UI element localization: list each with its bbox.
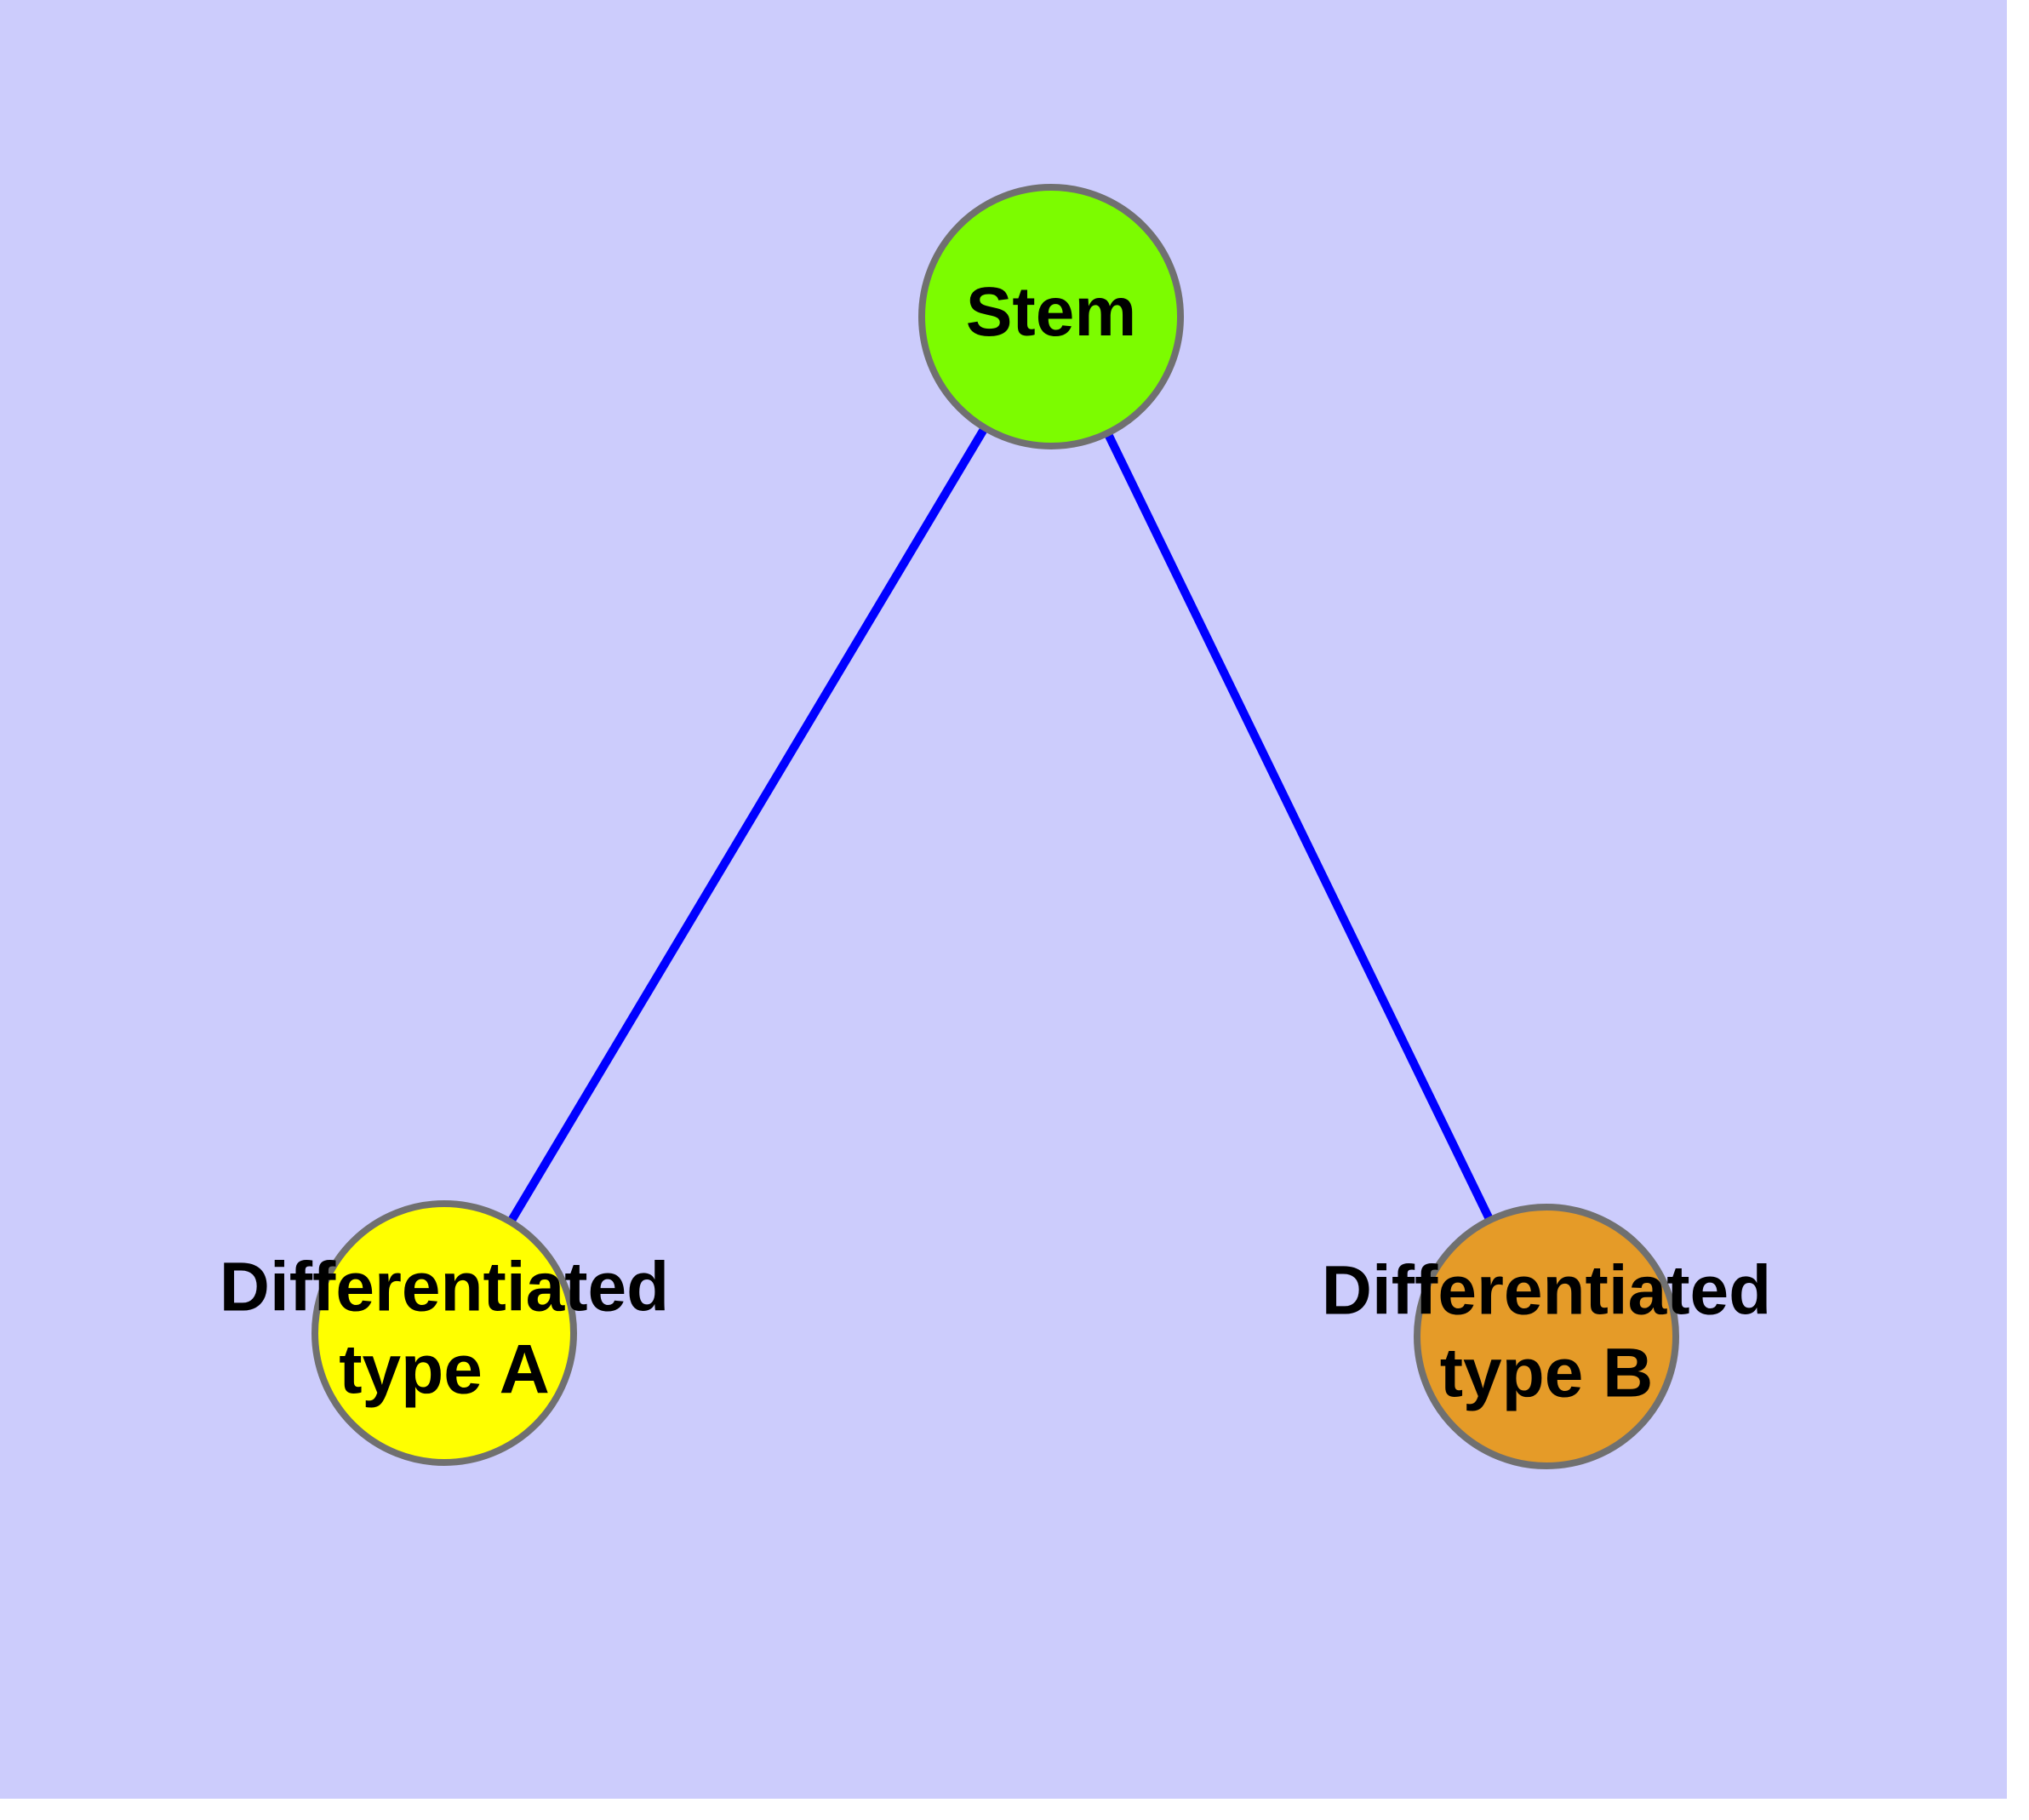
node-label-line: type B	[1440, 1334, 1654, 1411]
edges-layer	[505, 422, 1495, 1228]
graph-node-stem[interactable]: Stem	[918, 184, 1184, 449]
node-label-line: Differentiated	[220, 1248, 670, 1325]
node-label: Stem	[966, 273, 1137, 351]
node-label-line: Differentiated	[1322, 1251, 1772, 1329]
node-label-line: type A	[339, 1331, 550, 1408]
node-circle[interactable]	[1414, 1204, 1679, 1469]
graph-edge[interactable]	[505, 422, 991, 1228]
node-label-line: Stem	[966, 273, 1137, 351]
graph-edge[interactable]	[1102, 427, 1495, 1226]
node-circle[interactable]	[918, 184, 1184, 449]
node-circle[interactable]	[311, 1200, 577, 1466]
